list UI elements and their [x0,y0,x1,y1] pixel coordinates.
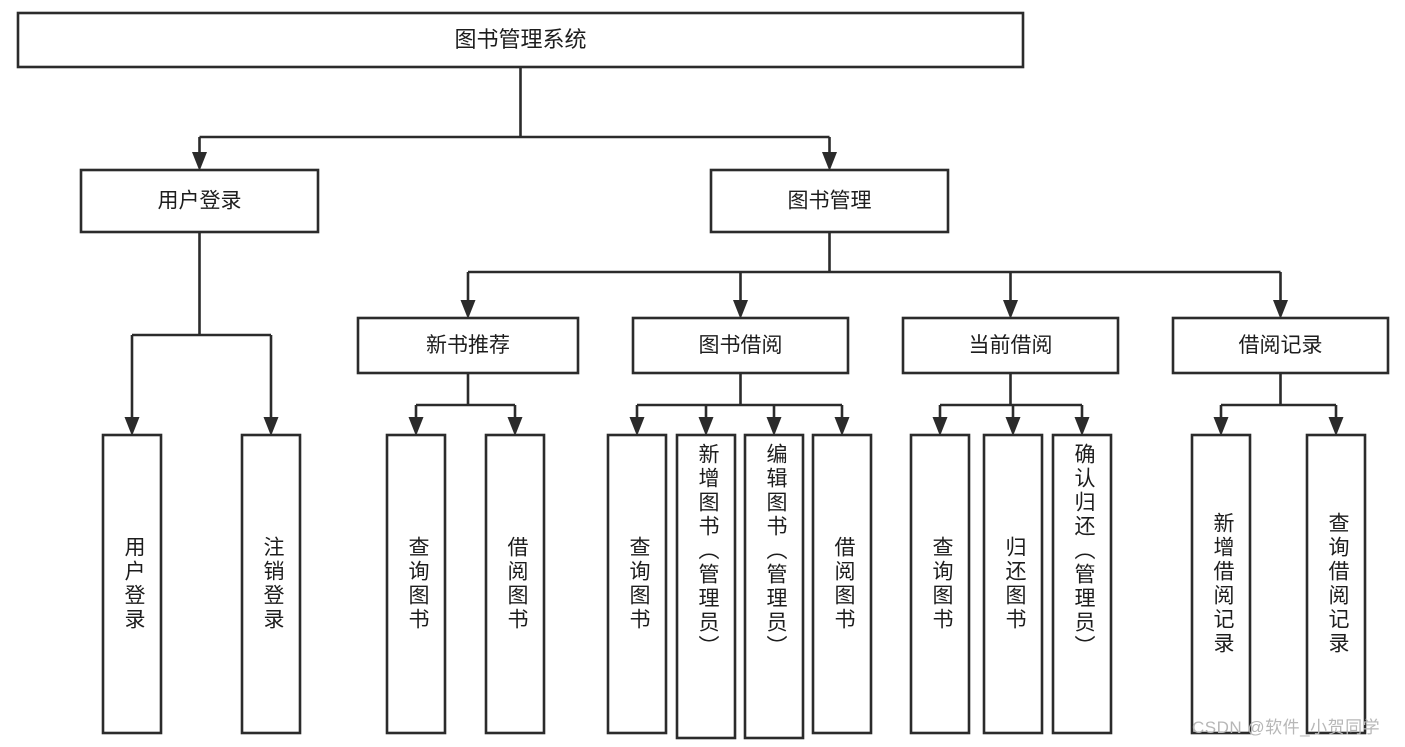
edge-arrowhead [766,417,782,436]
node-leaf-confirm-return[interactable] [1051,433,1113,735]
node-leaf-borrow-book-1[interactable] [484,433,546,735]
edge-arrowhead [629,417,645,436]
node-box-book-borrow [631,316,850,375]
node-leaf-return-book[interactable] [982,433,1044,735]
node-box-leaf-edit-book [743,433,805,740]
node-box-leaf-user-login [101,433,163,735]
edge-arrowhead [192,152,207,171]
node-box-current-borrow [901,316,1120,375]
node-label-new-book-rec: 新书推荐 [426,334,510,357]
node-book-borrow[interactable]: 图书借阅 [631,316,850,375]
node-box-borrow-record [1171,316,1390,375]
node-leaf-query-book-1[interactable] [385,433,447,735]
edge-arrowhead [1213,417,1229,436]
node-leaf-edit-book[interactable] [743,433,805,740]
node-user-login[interactable]: 用户登录 [79,168,320,234]
node-label-borrow-record: 借阅记录 [1239,334,1323,357]
node-leaf-query-record[interactable] [1305,433,1367,735]
node-box-root [16,11,1025,69]
edge-arrowhead [263,417,279,436]
edge-arrowhead [1074,417,1090,436]
node-label-book-borrow: 图书借阅 [699,334,783,357]
node-borrow-record[interactable]: 借阅记录 [1171,316,1390,375]
node-label-root: 图书管理系统 [454,27,586,52]
edge-arrowhead [124,417,140,436]
node-leaf-borrow-book-2[interactable] [811,433,873,735]
node-label-book-manage: 图书管理 [788,190,872,213]
edge-arrowhead [698,417,714,436]
node-box-leaf-borrow-book-1 [484,433,546,735]
node-book-manage[interactable]: 图书管理 [709,168,950,234]
edge-arrowhead [834,417,850,436]
edge-arrowhead [1003,300,1018,319]
node-leaf-add-record[interactable] [1190,433,1252,735]
edge-arrowhead [408,417,424,436]
node-box-leaf-borrow-book-2 [811,433,873,735]
edge-arrowhead [932,417,948,436]
edge-arrowhead [1273,300,1288,319]
node-root[interactable]: 图书管理系统 [16,11,1025,69]
node-box-leaf-query-record [1305,433,1367,735]
node-box-new-book-rec [356,316,580,375]
csdn-watermark: CSDN @软件_小贺同学 [1192,718,1381,737]
node-box-leaf-query-book-2 [606,433,668,735]
node-box-leaf-query-book-3 [909,433,971,735]
node-box-leaf-query-book-1 [385,433,447,735]
node-label-current-borrow: 当前借阅 [969,334,1053,357]
node-leaf-add-book[interactable] [675,433,737,740]
node-box-leaf-add-book [675,433,737,740]
connector-edges-layer [124,67,1344,436]
node-box-leaf-confirm-return [1051,433,1113,735]
edge-arrowhead [822,152,837,171]
node-new-book-rec[interactable]: 新书推荐 [356,316,580,375]
edge-arrowhead [460,300,476,319]
node-box-user-login [79,168,320,234]
edge-arrowhead [1328,417,1344,436]
edge-arrowhead [733,300,748,319]
node-current-borrow[interactable]: 当前借阅 [901,316,1120,375]
edge-arrowhead [1005,417,1021,436]
node-label-user-login: 用户登录 [158,190,242,213]
node-box-leaf-return-book [982,433,1044,735]
node-leaf-user-login[interactable] [101,433,163,735]
node-leaf-query-book-2[interactable] [606,433,668,735]
node-box-book-manage [709,168,950,234]
edge-arrowhead [507,417,523,436]
node-leaf-query-book-3[interactable] [909,433,971,735]
node-leaf-logout[interactable] [240,433,302,735]
node-box-leaf-add-record [1190,433,1252,735]
node-box-leaf-logout [240,433,302,735]
